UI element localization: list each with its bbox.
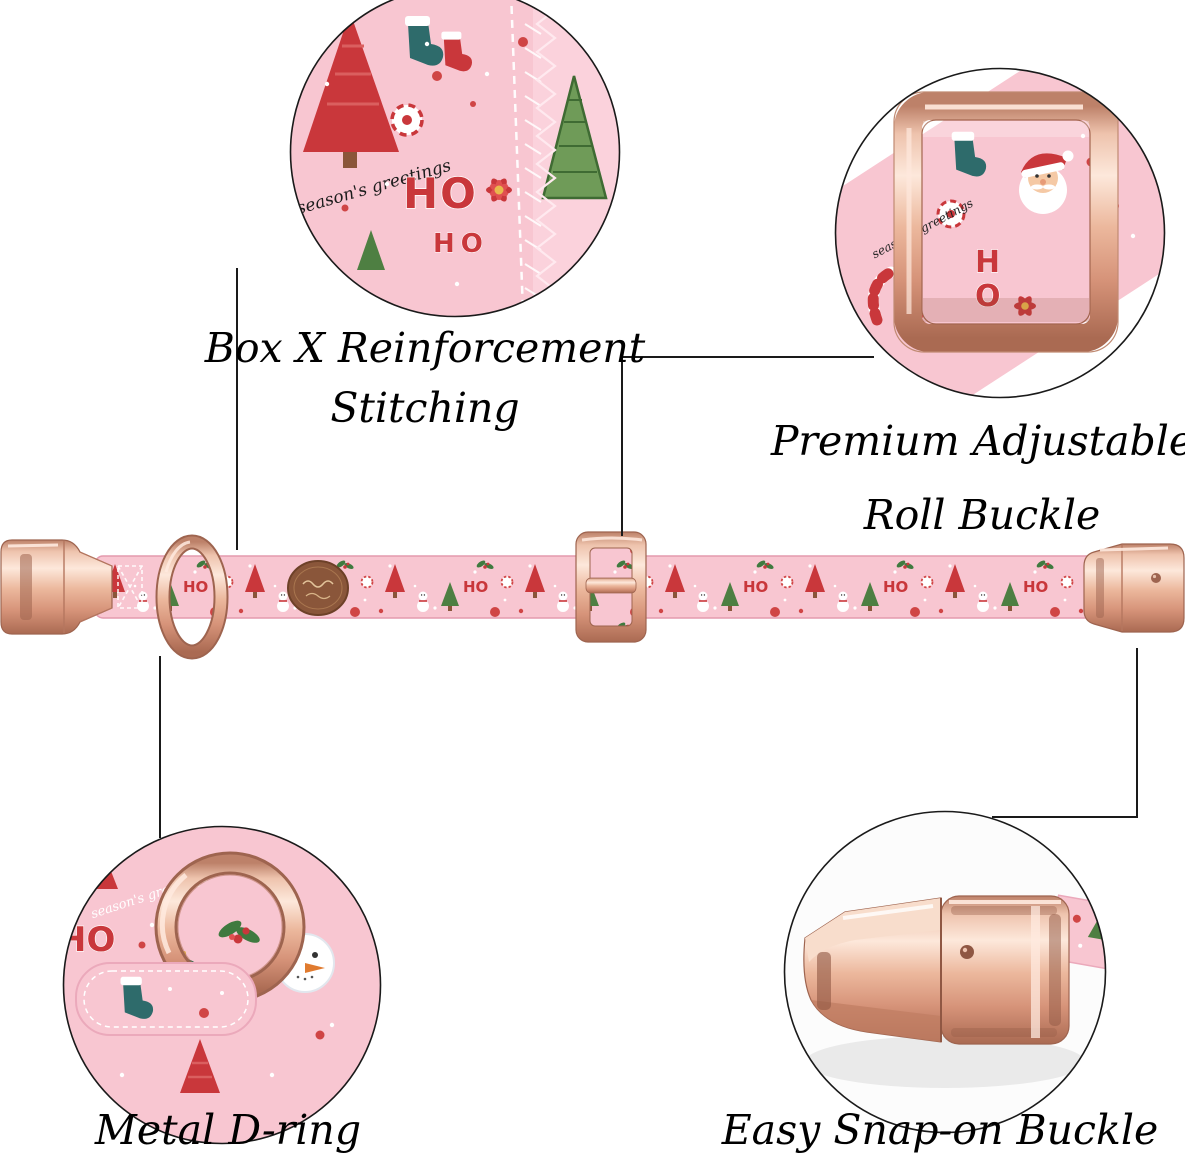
- box-x-stitching: [117, 565, 143, 609]
- poinsettia-motif: [1014, 296, 1036, 316]
- snap-buckle-male-end: [0, 539, 113, 635]
- candy-swirl-motif: [936, 199, 966, 229]
- dog-collar: HO: [0, 531, 1185, 660]
- berry-dots: [341, 37, 528, 212]
- candy-swirl-motif: [390, 103, 424, 137]
- d-ring-zoom-circle: season's greetings HO: [62, 825, 382, 1145]
- red-tree-motif-bottom: [180, 1039, 220, 1093]
- feature-label-roll-buckle: Premium Adjustable Roll Buckle: [752, 404, 1185, 552]
- snap-buckle-zoom-circle: [783, 810, 1107, 1134]
- feature-label-line: Easy Snap-on Buckle: [721, 1106, 1159, 1154]
- holly-motif: [218, 920, 260, 944]
- callout-line-roll-buckle-vertical: [621, 356, 623, 536]
- roll-buckle-zoom-circle: H O season's greetings: [833, 66, 1167, 400]
- metal-d-ring: [155, 534, 229, 660]
- green-tree-motif: [541, 75, 608, 200]
- brand-tag: [287, 560, 349, 616]
- fabric-fold: [75, 962, 257, 1036]
- snow-dots: [119, 922, 335, 1078]
- roll-buckle-frame: [893, 91, 1119, 353]
- feature-label-line: Box X Reinforcement: [204, 324, 646, 372]
- stocking-motif: [951, 131, 987, 177]
- feature-label-box-x-stitching: Box X Reinforcement Stitching: [185, 318, 665, 438]
- callout-line-snap-buckle-vertical: [1136, 648, 1138, 818]
- santa-motif: [1019, 150, 1074, 214]
- ho-letter-h: H: [975, 245, 1000, 280]
- snap-buckle-female-end: [1083, 543, 1185, 633]
- small-tree-motif: [357, 230, 385, 270]
- feature-label-line: Stitching: [330, 384, 520, 432]
- ho-motif-large: HO: [403, 169, 478, 218]
- callout-line-roll-buckle-horizontal: [621, 356, 874, 358]
- feature-label-line: Roll Buckle: [863, 491, 1101, 539]
- callout-line-d-ring: [159, 656, 161, 838]
- red-tree-motif: [74, 833, 118, 889]
- ho-motif-small: HO: [433, 229, 489, 259]
- callout-line-snap-buckle-horizontal: [992, 816, 1138, 818]
- buckle-shadow: [805, 1036, 1085, 1088]
- candy-cane-motif: [867, 266, 897, 326]
- roll-buckle-slider: [575, 531, 647, 643]
- feature-label-snap-buckle: Easy Snap-on Buckle: [690, 1106, 1185, 1154]
- feature-label-d-ring: Metal D-ring: [38, 1106, 418, 1154]
- stitching-zoom-circle: season's greetings HO HO: [287, 0, 623, 320]
- snow-dots: [324, 41, 490, 287]
- callout-line-box-x: [236, 268, 238, 550]
- feature-label-line: Premium Adjustable: [770, 417, 1185, 465]
- feature-label-line: Metal D-ring: [94, 1106, 362, 1154]
- red-tree-motif: [303, 12, 399, 168]
- buckle-male-part: [803, 897, 942, 1043]
- stocking-motif: [120, 976, 154, 1019]
- poinsettia-motif: [486, 178, 512, 202]
- buckle-female-part: [940, 895, 1070, 1045]
- ho-letter-o: O: [975, 279, 1001, 314]
